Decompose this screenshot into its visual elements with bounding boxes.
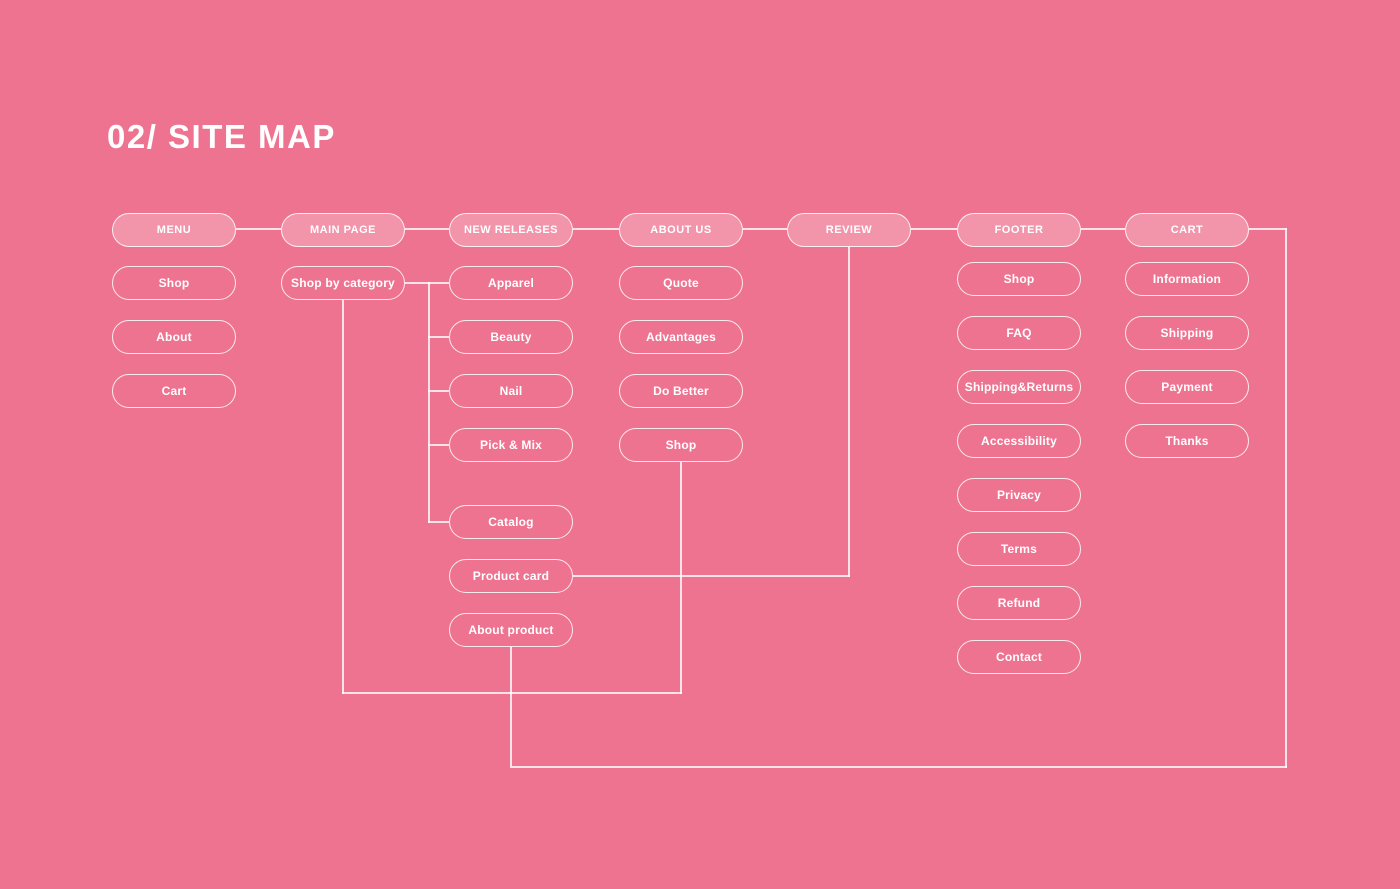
- connector-review-trunk: [848, 247, 850, 577]
- node-footer-faq: FAQ: [957, 316, 1081, 350]
- node-cart-thanks: Thanks: [1125, 424, 1249, 458]
- node-footer-privacy: Privacy: [957, 478, 1081, 512]
- node-about-product: About product: [449, 613, 573, 647]
- node-quote: Quote: [619, 266, 743, 300]
- node-shop-by-category: Shop by category: [281, 266, 405, 300]
- node-header-review: REVIEW: [787, 213, 911, 247]
- node-menu-cart: Cart: [112, 374, 236, 408]
- connector-stub-pickmix: [428, 444, 449, 446]
- connector-stub-nail: [428, 390, 449, 392]
- node-footer-refund: Refund: [957, 586, 1081, 620]
- connector-shopbycategory-trunk: [405, 282, 449, 284]
- node-cart-information: Information: [1125, 262, 1249, 296]
- node-menu-about: About: [112, 320, 236, 354]
- connector-review-footer: [911, 228, 957, 230]
- node-menu-shop: Shop: [112, 266, 236, 300]
- connector-aboutus-review: [743, 228, 787, 230]
- connector-productcard-review: [573, 575, 850, 577]
- node-nail: Nail: [449, 374, 573, 408]
- connector-lower-horizontal: [342, 692, 682, 694]
- connector-stub-beauty: [428, 336, 449, 338]
- connector-newreleases-aboutus: [573, 228, 619, 230]
- connector-shopbycategory-down: [342, 300, 344, 694]
- node-cart-payment: Payment: [1125, 370, 1249, 404]
- connector-menu-mainpage: [236, 228, 281, 230]
- connector-stub-catalog: [428, 521, 449, 523]
- node-footer-shipping-returns: Shipping&Returns: [957, 370, 1081, 404]
- node-header-about-us: ABOUT US: [619, 213, 743, 247]
- connector-bottom-horizontal: [510, 766, 1287, 768]
- page-title: 02/ SITE MAP: [107, 118, 336, 155]
- connector-footer-cart: [1081, 228, 1125, 230]
- node-header-menu: MENU: [112, 213, 236, 247]
- connector-cart-rightedge: [1249, 228, 1287, 230]
- connector-shop-aboutus-down: [680, 462, 682, 694]
- node-apparel: Apparel: [449, 266, 573, 300]
- connector-newreleases-trunk: [428, 282, 430, 523]
- node-aboutus-shop: Shop: [619, 428, 743, 462]
- node-header-main-page: MAIN PAGE: [281, 213, 405, 247]
- node-cart-shipping: Shipping: [1125, 316, 1249, 350]
- connector-mainpage-newreleases: [405, 228, 449, 230]
- node-advantages: Advantages: [619, 320, 743, 354]
- connector-rightedge-vertical: [1285, 228, 1287, 768]
- node-footer-terms: Terms: [957, 532, 1081, 566]
- node-beauty: Beauty: [449, 320, 573, 354]
- connector-aboutproduct-down: [510, 647, 512, 766]
- node-catalog: Catalog: [449, 505, 573, 539]
- node-header-new-releases: NEW RELEASES: [449, 213, 573, 247]
- node-header-cart: CART: [1125, 213, 1249, 247]
- node-header-footer: FOOTER: [957, 213, 1081, 247]
- node-footer-accessibility: Accessibility: [957, 424, 1081, 458]
- node-pick-and-mix: Pick & Mix: [449, 428, 573, 462]
- node-product-card: Product card: [449, 559, 573, 593]
- node-do-better: Do Better: [619, 374, 743, 408]
- node-footer-shop: Shop: [957, 262, 1081, 296]
- node-footer-contact: Contact: [957, 640, 1081, 674]
